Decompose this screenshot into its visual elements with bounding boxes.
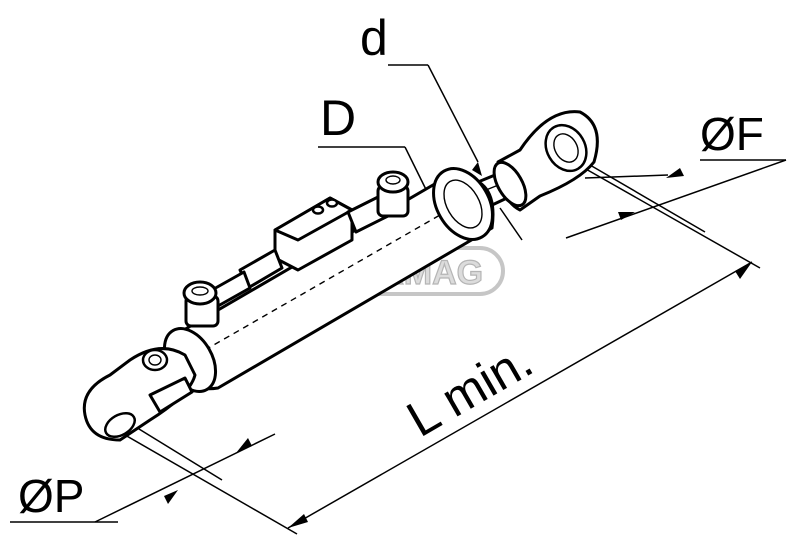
base-pin-hole [104,411,136,439]
label-P: ØP [18,470,84,522]
label-d: d [360,10,388,66]
label-F: ØF [700,108,764,160]
hydraulic-fittings [182,170,410,328]
label-L: L min. [398,332,542,448]
base-clevis [82,347,197,442]
hydraulic-cylinder [82,110,599,442]
rod-end-eye [492,110,599,212]
dimension-lines [10,64,787,535]
cylinder-barrel [162,167,495,393]
label-D: D [320,90,356,146]
